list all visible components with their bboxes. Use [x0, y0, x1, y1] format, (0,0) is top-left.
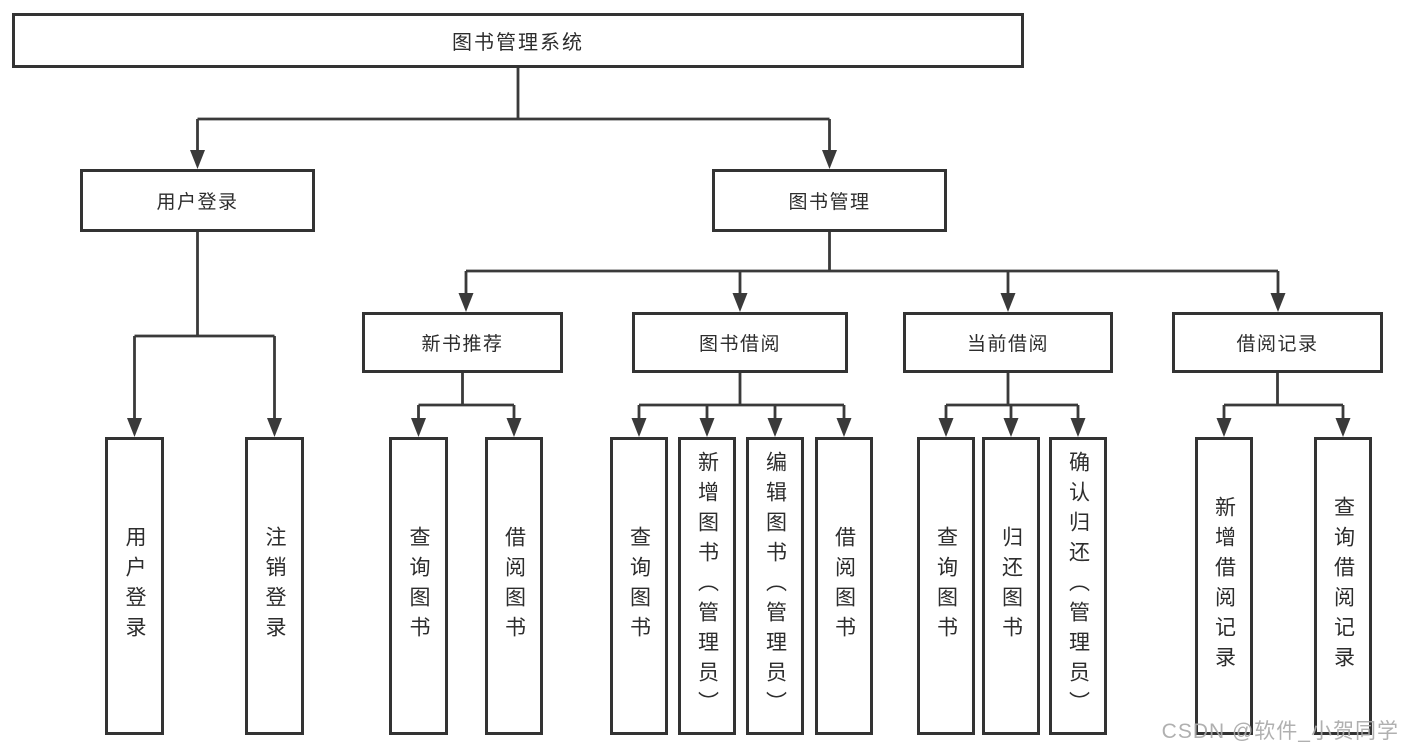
- node-current-borrowing: 当前借阅: [903, 312, 1113, 373]
- node-label: 新增图书（管理员）: [695, 451, 719, 721]
- node-label: 查询借阅记录: [1331, 496, 1355, 676]
- node-label: 图书管理系统: [452, 32, 584, 54]
- node-label: 当前借阅: [966, 334, 1049, 355]
- node-user-login: 用户登录: [80, 169, 315, 232]
- leaf-query-books-current: 查询图书: [917, 437, 975, 735]
- node-label: 查询图书: [934, 526, 958, 646]
- leaf-query-books-recommend: 查询图书: [389, 437, 448, 735]
- node-library-system: 图书管理系统: [12, 13, 1024, 68]
- node-label: 新增借阅记录: [1212, 496, 1236, 676]
- node-label: 用户登录: [123, 526, 146, 646]
- node-book-management: 图书管理: [712, 169, 947, 232]
- leaf-add-book-admin: 新增图书（管理员）: [678, 437, 736, 735]
- node-label: 用户登录: [156, 192, 239, 213]
- leaf-edit-book-admin: 编辑图书（管理员）: [746, 437, 804, 735]
- leaf-query-borrow-record: 查询借阅记录: [1314, 437, 1372, 735]
- leaf-query-books-borrow: 查询图书: [610, 437, 668, 735]
- node-new-book-recommend: 新书推荐: [362, 312, 563, 373]
- node-borrowing-records: 借阅记录: [1172, 312, 1383, 373]
- node-label: 注销登录: [263, 526, 286, 646]
- node-label: 确认归还（管理员）: [1066, 451, 1090, 721]
- node-book-borrowing: 图书借阅: [632, 312, 848, 373]
- node-label: 编辑图书（管理员）: [763, 451, 787, 721]
- watermark: CSDN @软件_小贺同学: [1161, 720, 1399, 743]
- node-label: 借阅图书: [832, 526, 856, 646]
- leaf-logout: 注销登录: [245, 437, 304, 735]
- leaf-confirm-return-admin: 确认归还（管理员）: [1049, 437, 1107, 735]
- node-label: 查询图书: [627, 526, 651, 646]
- leaf-return-book: 归还图书: [982, 437, 1040, 735]
- leaf-user-login: 用户登录: [105, 437, 164, 735]
- arrowheads: [127, 150, 1351, 437]
- node-label: 新书推荐: [421, 334, 504, 355]
- node-label: 图书借阅: [698, 334, 781, 355]
- leaf-borrow-books: 借阅图书: [815, 437, 873, 735]
- node-label: 查询图书: [407, 526, 430, 646]
- node-label: 图书管理: [788, 192, 871, 213]
- connector-paths: [133, 68, 1345, 420]
- node-label: 借阅记录: [1236, 334, 1319, 355]
- leaf-add-borrow-record: 新增借阅记录: [1195, 437, 1253, 735]
- leaf-borrow-books-recommend: 借阅图书: [485, 437, 543, 735]
- node-label: 归还图书: [999, 526, 1023, 646]
- node-label: 借阅图书: [502, 526, 526, 646]
